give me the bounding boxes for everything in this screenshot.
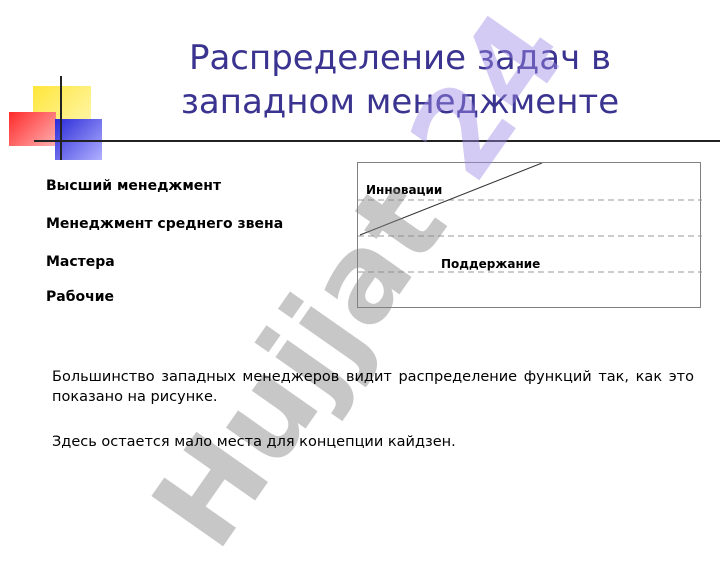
- paragraph-1: Большинство западных менеджеров видит ра…: [52, 369, 694, 405]
- paragraph-2: Здесь остается мало места для концепции …: [52, 434, 456, 450]
- decor-blue-square: [55, 119, 102, 160]
- level-supervisors: Мастера: [46, 254, 115, 270]
- diagram-lines: [358, 163, 702, 273]
- title-line-1: Распределение задач в: [188, 38, 612, 78]
- level-middle-management: Менеджмент среднего звена: [46, 216, 284, 232]
- title-line-2: западном менеджменте: [180, 82, 620, 122]
- maintenance-label: Поддержание: [441, 257, 541, 271]
- function-distribution-diagram: Инновации Поддержание: [357, 162, 702, 308]
- level-workers: Рабочие: [46, 289, 115, 305]
- boundary-diagonal: [359, 163, 543, 236]
- level-top-management: Высший менеджмент: [46, 178, 222, 194]
- title-underline: [34, 140, 720, 142]
- innovation-label: Инновации: [366, 183, 443, 197]
- slide-title: Распределение задач в западном менеджмен…: [120, 36, 680, 124]
- decor-vertical-line: [60, 76, 62, 160]
